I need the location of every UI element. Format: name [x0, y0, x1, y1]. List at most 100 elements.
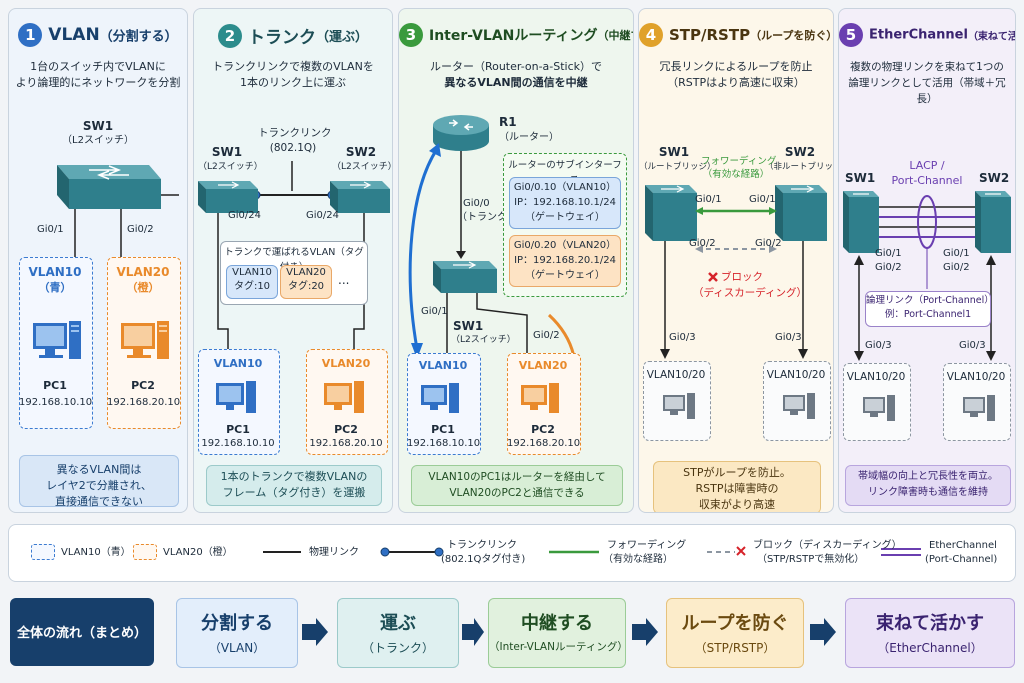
legend-symbols — [263, 546, 921, 557]
switch-icon — [198, 181, 258, 213]
port-label: Gi0/3 — [959, 340, 986, 351]
flow-step-title: 中継する — [521, 613, 593, 634]
switch-icon — [57, 165, 161, 209]
port-label: Gi0/24 — [228, 210, 261, 221]
link-port: Gi0/0 — [463, 198, 490, 209]
switch-role: （L2スイッチ） — [451, 335, 516, 345]
flow-step-trunk: 運ぶ （トランク） — [337, 598, 459, 668]
flow-step-title: 分割する — [201, 613, 273, 634]
panel5-drawing — [843, 191, 1011, 361]
title-sub: （ループを防ぐ） — [750, 29, 834, 42]
vlan20-color: （橙） — [126, 281, 160, 294]
host-vlans: VLAN10/20 — [846, 371, 906, 383]
arrow-right-icon — [632, 618, 658, 646]
port-label: Gi0/3 — [775, 332, 802, 343]
flow-step-stp: ループを防ぐ （STP/RSTP） — [666, 598, 804, 668]
subif-name: Gi0/0.20（VLAN20） — [513, 240, 617, 251]
flow-step-routing: 中継する （Inter-VLANルーティング） — [488, 598, 628, 668]
blue-path-arrow — [408, 148, 439, 350]
legend-trunk-note: (802.1Qタグ付き) — [441, 554, 526, 565]
panel2-pcs — [216, 381, 364, 413]
vlan20-label: VLAN20 — [518, 359, 568, 372]
switch-name: SW1 — [211, 145, 243, 159]
arrow-right-icon — [810, 618, 836, 646]
flow-summary-text: 全体の流れ（まとめ） — [16, 626, 147, 641]
flow-step-etherchannel: 束ねて活かす （EtherChannel） — [845, 598, 1015, 668]
port-label: Gi0/3 — [669, 332, 696, 343]
legend-vlan20: VLAN20（橙） — [163, 547, 233, 558]
note-line: 異なるVLAN間は — [56, 463, 142, 476]
legend-physical: 物理リンク — [309, 547, 359, 558]
note-line: VLAN10のPC1はルーターを経由して — [428, 471, 606, 483]
switch-icon — [645, 185, 697, 241]
switch-name: SW2 — [345, 145, 377, 159]
pc-icon — [324, 381, 364, 413]
subif-name: Gi0/0.10（VLAN10） — [513, 182, 617, 193]
forwarding-note: （有効な経路） — [702, 169, 770, 180]
title-sub: （運ぶ） — [315, 30, 368, 45]
flow-step-sub: （STP/RSTP） — [694, 641, 776, 655]
subif-ip: IP：192.168.10.1/24 — [514, 197, 616, 208]
logical-link-box: 論理リンク（Port-Channel） 例：Port-Channel1 — [865, 291, 994, 327]
pc-name: PC1 — [431, 423, 455, 436]
flow-step-vlan: 分割する （VLAN） — [176, 598, 298, 668]
note-line: 収束がより高速 — [698, 498, 776, 511]
panel-note: 異なるVLAN間は レイヤ2で分離され、 直接通信できない — [19, 455, 179, 508]
tag-id: タグ:20 — [287, 281, 325, 292]
pc-name: PC1 — [226, 423, 250, 436]
note-line: STPがループを防止。 — [683, 466, 791, 479]
pc-name: PC1 — [43, 379, 67, 392]
legend-etherchannel-note: (Port-Channel) — [925, 554, 998, 565]
pc-icon — [121, 321, 169, 359]
pc-icon — [963, 395, 995, 421]
pc-icon — [216, 381, 256, 413]
port-label: Gi0/1 — [943, 248, 970, 259]
subinterface-vlan10: Gi0/0.10（VLAN10） IP：192.168.10.1/24 （ゲート… — [509, 177, 621, 229]
subtitle-line: トランクリンクで複数のVLANを — [212, 60, 374, 73]
panel3-drawing — [408, 115, 579, 407]
arrow-right-icon — [302, 618, 328, 646]
subtitle-line: ルーター（Router-on-a-Stick）で — [429, 60, 603, 73]
pc-icon — [421, 383, 459, 413]
step-number-badge: 5 — [839, 23, 863, 47]
panel-note: 帯域幅の向上と冗長性を両立。 リンク障害時も通信を維持 — [845, 465, 1011, 506]
tag-id: タグ:10 — [233, 281, 271, 292]
block-label: ブロック — [721, 271, 763, 283]
step-number-badge: 3 — [399, 23, 423, 47]
note-line: RSTPは障害時の — [695, 482, 779, 495]
trunk-protocol: (802.1Q) — [269, 142, 317, 154]
pc-ip: 192.168.20.10 — [309, 438, 383, 449]
port-label: Gi0/2 — [533, 330, 560, 341]
legend-vlan10: VLAN10（青） — [61, 547, 131, 558]
legend-block-note: （STP/RSTPで無効化） — [757, 554, 865, 565]
pc-name: PC2 — [334, 423, 358, 436]
pc-icon — [521, 383, 559, 413]
panel-note: VLAN10のPC1はルーターを経由して VLAN20のPC2と通信できる — [411, 465, 623, 506]
port-label: Gi0/2 — [689, 238, 716, 249]
legend-block: ブロック（ディスカーディング） — [753, 540, 902, 551]
vlan20-label: VLAN20 — [116, 265, 170, 279]
router-role: （ルーター） — [499, 132, 559, 143]
note-line: フレーム（タグ付き）を運搬 — [222, 486, 366, 499]
note-line: VLAN20のPC2と通信できる — [449, 487, 585, 499]
switch-icon — [975, 191, 1011, 253]
pc-ip: 192.168.10.10 — [19, 397, 93, 408]
switch-name: SW1 — [453, 319, 484, 333]
host-vlans: VLAN10/20 — [766, 369, 826, 381]
panel-subtitle: 1台のスイッチ内でVLANに より論理的にネットワークを分割 — [13, 59, 183, 91]
switch-icon — [843, 191, 879, 253]
panel5-pcs — [863, 395, 995, 421]
title-text: STP/RSTP — [669, 26, 751, 44]
trunk-label: トランクリンク — [258, 127, 332, 139]
port-label: Gi0/2 — [127, 224, 154, 235]
tag-vlan: VLAN10 — [232, 267, 272, 278]
block-note: （ディスカーディング） — [693, 287, 808, 299]
